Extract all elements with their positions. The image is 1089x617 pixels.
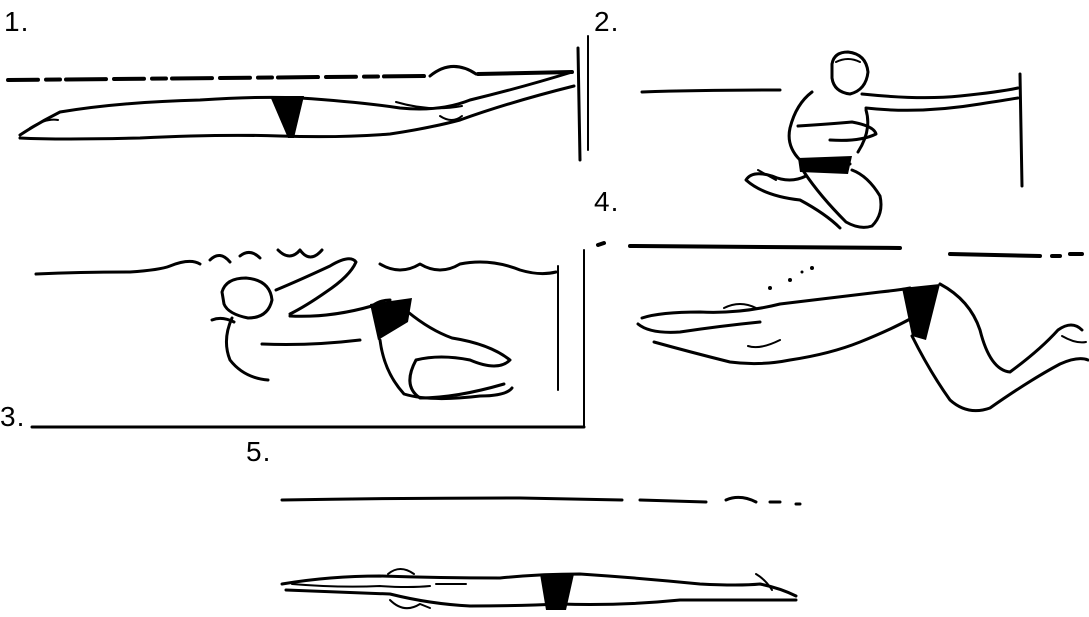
panel-3-drawing (32, 250, 584, 427)
panel-4-drawing (598, 243, 1088, 411)
panel-5-drawing (282, 497, 800, 610)
panel-1-drawing (8, 36, 588, 160)
panel-2-drawing (642, 52, 1022, 228)
